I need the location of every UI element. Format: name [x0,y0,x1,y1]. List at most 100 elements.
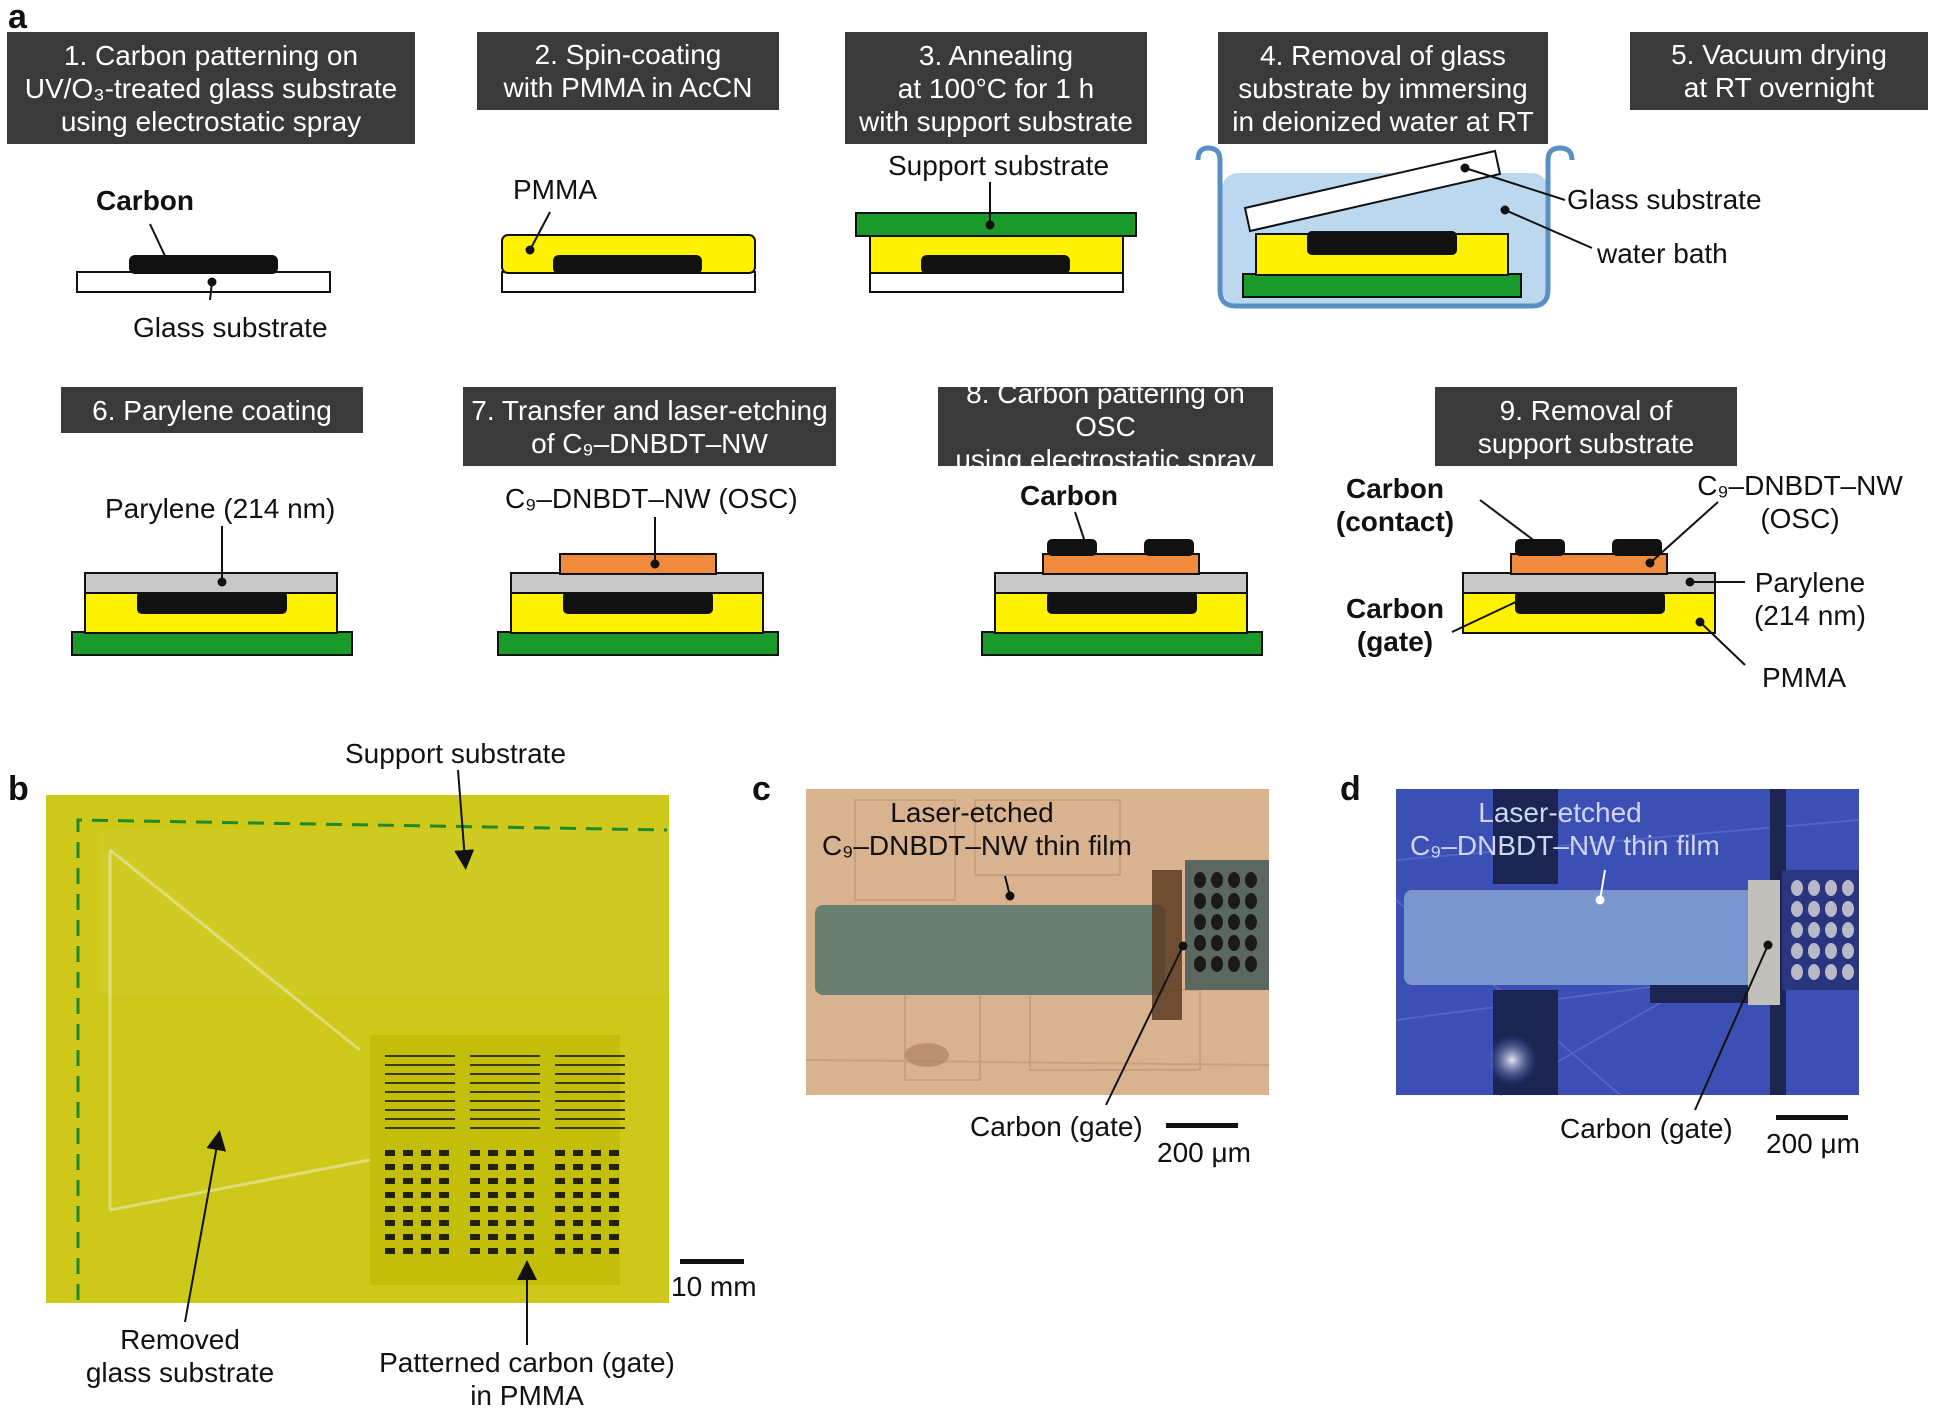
b-patterned-line2: in PMMA [470,1380,584,1411]
b-pattern-dot [385,1192,395,1198]
c-laser-line2: C₉–DNBDT–NW thin film [822,830,1132,861]
b-pattern-dot [555,1150,565,1156]
pattern-hole [1211,893,1223,909]
s2-glass-substrate [501,271,756,293]
b-pattern-dot [470,1220,480,1226]
b-pattern-dot [506,1248,516,1254]
b-pattern-dot [591,1248,601,1254]
b-pattern-dot [555,1164,565,1170]
b-pattern-dot [470,1234,480,1240]
b-pattern-line [555,1091,625,1093]
b-pattern-dot [609,1220,619,1226]
b-pattern-line [385,1091,455,1093]
b-removed-line1: Removed [120,1324,240,1355]
b-pattern-dot [591,1164,601,1170]
b-pattern-line [385,1082,455,1084]
b-pattern-dot [524,1164,534,1170]
pattern-hole [1194,893,1206,909]
b-pattern-dot [488,1234,498,1240]
b-patterned-line1: Patterned carbon (gate) [379,1347,675,1378]
s9-carbon-contact-right [1612,539,1662,556]
b-pattern-dot [470,1178,480,1184]
s9-parylene-label: Parylene (214 nm) [1740,566,1880,632]
b-pattern-line [470,1118,540,1120]
b-pattern-dot [591,1220,601,1226]
s8-carbon-contact-right [1144,539,1194,556]
b-pattern-line [470,1064,540,1066]
s8-carbon-contact-left [1047,539,1097,556]
s9-carbon-contact-line1: Carbon [1346,473,1444,504]
b-patterned-label: Patterned carbon (gate) in PMMA [362,1346,692,1412]
b-pattern-line [470,1082,540,1084]
s6-parylene-label: Parylene (214 nm) [105,493,336,524]
s2-pmma-label: PMMA [513,174,597,205]
pattern-hole [1842,943,1854,959]
pattern-hole [1228,935,1240,951]
panel-letter-c: c [752,770,771,808]
b-pattern-dot [488,1248,498,1254]
b-pattern-dot [591,1234,601,1240]
s9-pmma-label: PMMA [1762,662,1846,693]
photo-b [46,795,669,1303]
s4-carbon [1307,231,1457,255]
pattern-hole [1228,914,1240,930]
pattern-hole [1825,964,1837,980]
step-2-text: 2. Spin-coating with PMMA in AcCN [503,39,753,103]
b-pattern-dot [488,1164,498,1170]
b-scale-label: 10 mm [671,1271,757,1302]
b-pattern-dot [524,1192,534,1198]
b-pattern-dot [555,1206,565,1212]
b-pattern-dot [524,1206,534,1212]
s9-carbon-contact-line2: (contact) [1335,506,1455,537]
b-pattern-dot [385,1150,395,1156]
pattern-hole [1808,880,1820,896]
s7-carbon [563,591,713,614]
b-pattern-line [555,1073,625,1075]
b-pattern-dot [385,1234,395,1240]
step-9-text: 9. Removal of support substrate [1477,394,1695,459]
b-pattern-dot [555,1220,565,1226]
photo-c [805,789,1270,1095]
pattern-hole [1194,956,1206,972]
s4-glass-label: Glass substrate [1567,184,1762,215]
b-pattern-dot [421,1220,431,1226]
b-pattern-dot [439,1234,449,1240]
s8-carbon-label: Carbon [1020,480,1118,511]
b-pattern-dot [524,1220,534,1226]
step-8-box: 8. Carbon pattering on OSC using electro… [938,378,1273,475]
b-pattern-dot [439,1178,449,1184]
b-pattern-dot [403,1178,413,1184]
step-7-box: 7. Transfer and laser-etching of C₉–DNBD… [463,387,836,466]
step-2-box: 2. Spin-coating with PMMA in AcCN [477,32,779,110]
pattern-hole [1825,922,1837,938]
step-7-text: 7. Transfer and laser-etching of C₉–DNBD… [471,394,828,459]
b-pattern-line [385,1055,455,1057]
s8-parylene [994,572,1248,594]
b-pattern-dot [609,1234,619,1240]
pattern-hole [1808,964,1820,980]
b-pattern-line [470,1100,540,1102]
d-gate-label: Carbon (gate) [1560,1113,1733,1144]
panel-letter-a: a [8,0,27,36]
step-8-text: 8. Carbon pattering on OSC using electro… [955,378,1256,475]
b-pattern-dot [385,1178,395,1184]
b-pattern-dot [403,1206,413,1212]
b-pattern-line [555,1055,625,1057]
b-pattern-dot [421,1248,431,1254]
photo-d [1395,789,1860,1096]
pattern-hole [1245,872,1257,888]
s4-support-substrate [1242,273,1522,298]
b-pattern-dot [403,1150,413,1156]
b-pattern-dot [439,1206,449,1212]
b-pattern-line [555,1064,625,1066]
b-pattern-dot [506,1164,516,1170]
b-pattern-dot [506,1150,516,1156]
b-pattern-dot [573,1178,583,1184]
b-pattern-dot [555,1248,565,1254]
b-pattern-dot [506,1178,516,1184]
pattern-hole [1245,935,1257,951]
pattern-hole [1825,880,1837,896]
scale-bar-d [1776,1115,1848,1120]
pattern-hole [1825,943,1837,959]
s1-glass-substrate [76,271,331,293]
